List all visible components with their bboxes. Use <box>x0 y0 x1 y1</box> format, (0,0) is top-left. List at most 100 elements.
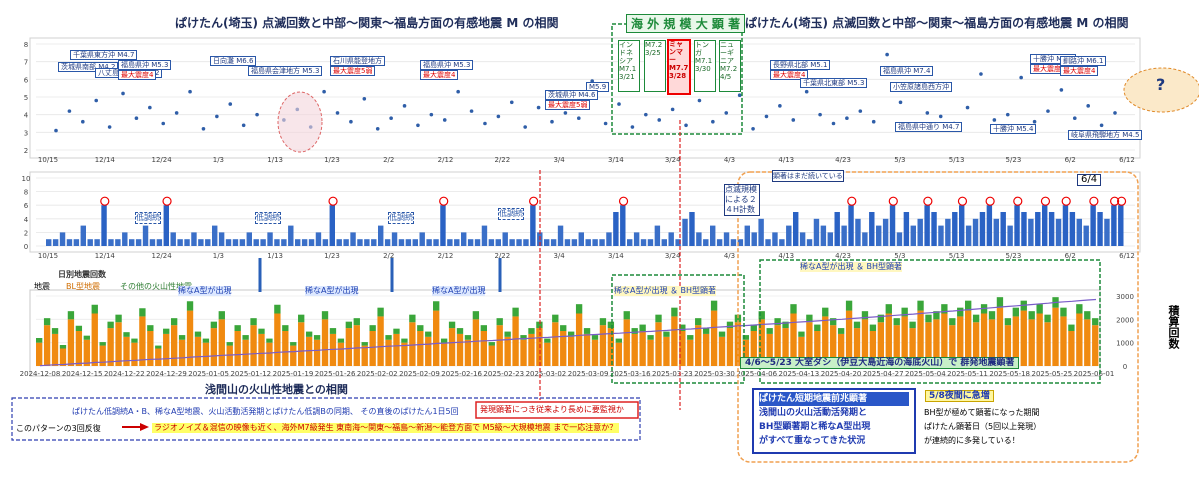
scatter-point <box>389 116 393 120</box>
bar <box>820 225 827 246</box>
bar <box>578 232 584 246</box>
bar-other <box>115 314 122 323</box>
bar-bl <box>774 325 781 366</box>
scatter-point <box>818 112 822 117</box>
quake-label: 最大震度5弱 <box>330 66 376 76</box>
bar-bl <box>599 325 607 366</box>
bar <box>156 239 163 246</box>
bar <box>633 232 640 246</box>
bar <box>260 239 266 246</box>
bar-bl <box>361 345 368 366</box>
bar <box>191 232 197 246</box>
bar <box>467 239 474 246</box>
bar-bl <box>282 331 289 366</box>
scatter-point <box>1113 111 1117 115</box>
x-tick-label: 2025-04-06 <box>736 370 777 378</box>
bar <box>461 232 467 246</box>
bar-other <box>99 342 106 346</box>
bar <box>46 239 52 246</box>
bar-bl <box>1084 319 1091 366</box>
bar-bl <box>718 336 726 366</box>
bar <box>585 239 591 246</box>
bar <box>115 239 121 246</box>
bar-bl <box>663 336 670 366</box>
pattern-line-2: このパターンの3回反復 <box>16 424 101 433</box>
quake-label: 最大震度4 <box>770 70 809 80</box>
x-tick-label: 3/14 <box>608 252 624 260</box>
bar-bl <box>949 325 956 366</box>
x-tick-label: 2025-03-09 <box>568 370 609 378</box>
bar-bl <box>1004 325 1012 366</box>
x-tick-label: 1/23 <box>324 252 340 260</box>
y-tick-label: 5 <box>24 94 28 102</box>
x-tick-label: 10/15 <box>38 156 58 164</box>
annotation-remain: 顕著はまだ続いている <box>772 170 844 182</box>
scatter-point <box>563 111 568 115</box>
x-tick-label: 3/24 <box>665 252 681 260</box>
bar-bl <box>861 319 869 366</box>
bar <box>1014 205 1020 246</box>
bar <box>1111 205 1117 246</box>
x-tick-label: 2/2 <box>383 252 394 260</box>
bar-other <box>83 335 90 340</box>
bar <box>1042 205 1048 246</box>
y-tick-label: 10 <box>22 175 31 183</box>
bar <box>917 218 923 246</box>
bar-bl <box>377 316 384 366</box>
bar <box>647 239 654 246</box>
bar <box>142 225 149 246</box>
bar-bl <box>313 339 321 366</box>
x-tick-label: 2024-12-15 <box>62 370 103 378</box>
bar-other <box>814 324 821 331</box>
bar <box>329 205 335 246</box>
bar-other <box>1060 307 1067 317</box>
quake-label: 最大震度5弱 <box>545 100 591 110</box>
scatter-point <box>496 114 501 119</box>
bar-bl <box>957 316 964 366</box>
bar-bl <box>226 345 233 366</box>
bar <box>1083 225 1089 246</box>
bar-other <box>401 338 408 343</box>
bar <box>149 239 156 246</box>
bar <box>59 232 66 246</box>
bar <box>454 239 460 246</box>
bar-other <box>337 338 345 343</box>
bar <box>564 239 571 246</box>
x-tick-label: 6/12 <box>1119 156 1135 164</box>
bar-bl <box>679 331 686 366</box>
bar-bl <box>702 333 710 366</box>
scatter-point <box>509 100 514 105</box>
x-tick-label: 5/23 <box>1006 252 1022 260</box>
bar-other <box>218 311 225 320</box>
bar <box>94 239 100 246</box>
bar-other <box>202 338 210 343</box>
x-tick-label: 5/13 <box>949 156 965 164</box>
scatter-point <box>1059 88 1064 92</box>
bar-bl <box>615 342 622 366</box>
bar-bl <box>99 345 106 366</box>
bar-bl <box>186 310 194 366</box>
scatter-point <box>979 72 983 76</box>
bar-other <box>107 321 114 329</box>
bar <box>793 212 799 246</box>
bar-other <box>901 307 908 317</box>
x-tick-label: 2025-03-02 <box>526 370 567 378</box>
bar-bl <box>568 336 575 366</box>
y-tick-label-right: 3000 <box>1116 293 1134 301</box>
bar-other <box>170 318 178 326</box>
y-tick-label: 4 <box>24 216 29 224</box>
bar-other <box>591 335 599 340</box>
bar <box>592 239 598 246</box>
bar-other <box>210 321 218 329</box>
bar <box>758 218 764 246</box>
scatter-point <box>228 102 233 106</box>
bar <box>827 232 833 246</box>
bar <box>1021 212 1027 246</box>
bar-other <box>377 307 384 317</box>
bar-bl <box>1052 307 1059 366</box>
bar <box>557 225 564 246</box>
bar-bl <box>417 331 424 366</box>
scatter-point <box>871 119 876 124</box>
bar-other <box>536 321 543 329</box>
bar-other <box>67 311 75 320</box>
